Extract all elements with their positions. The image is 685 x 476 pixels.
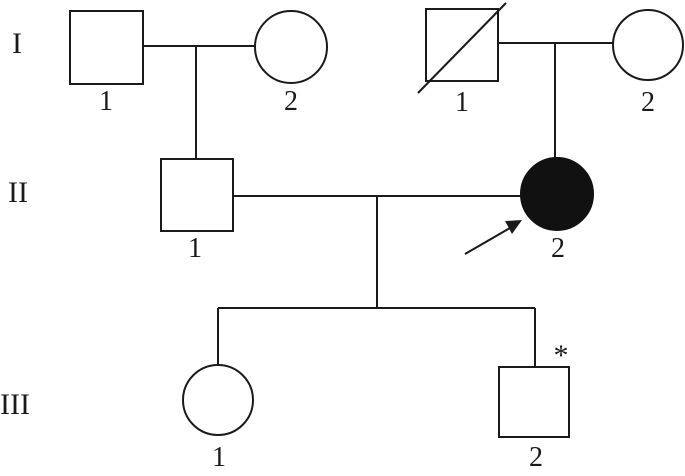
label-I-2-right: 2 bbox=[641, 87, 655, 118]
label-I-1-right: 1 bbox=[455, 87, 469, 118]
label-III-2: 2 bbox=[529, 442, 543, 473]
label-II-2: 2 bbox=[551, 233, 565, 264]
label-II-1: 1 bbox=[188, 233, 202, 264]
individual-I-2-right bbox=[612, 9, 684, 81]
proband-arrow-icon bbox=[464, 220, 522, 255]
individual-III-2 bbox=[498, 366, 570, 438]
individual-I-1-right bbox=[425, 8, 499, 82]
label-I-1-left: 1 bbox=[99, 86, 113, 117]
label-I-2-left: 2 bbox=[284, 86, 298, 117]
individual-I-2-left bbox=[254, 10, 328, 84]
generation-label-II: II bbox=[8, 176, 28, 209]
individual-III-1 bbox=[182, 364, 254, 436]
generation-label-I: I bbox=[12, 27, 22, 60]
individual-II-2-affected bbox=[520, 157, 594, 231]
individual-I-1-left bbox=[69, 10, 144, 85]
label-III-1: 1 bbox=[212, 442, 226, 473]
individual-II-1 bbox=[160, 158, 234, 232]
deceased-slash bbox=[417, 2, 507, 94]
generation-label-III: III bbox=[0, 388, 30, 421]
asterisk-marker: * bbox=[554, 339, 569, 372]
